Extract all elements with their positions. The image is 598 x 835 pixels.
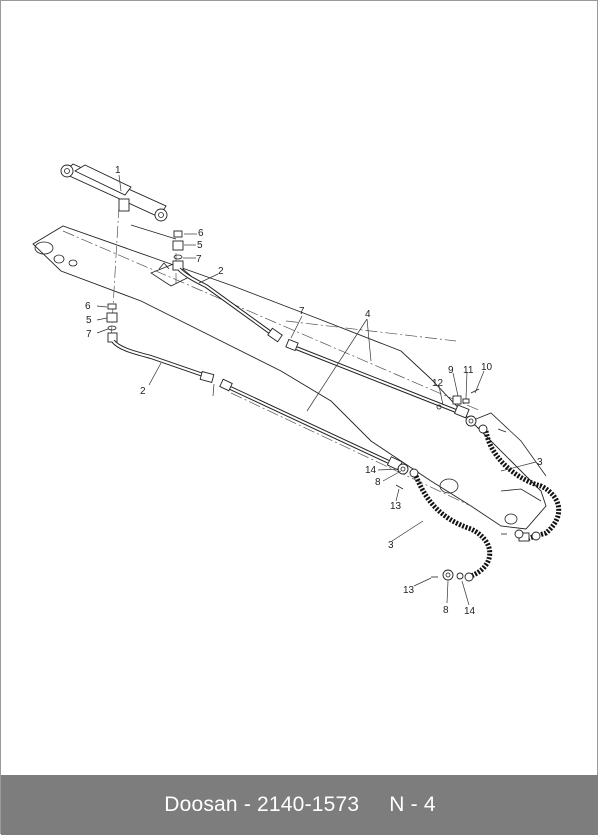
hose-3-left [409, 468, 493, 582]
callout-2-lower: 2 [140, 386, 146, 397]
pipe-2-upper [177, 267, 283, 343]
callout-8-upper: 8 [375, 477, 381, 488]
callout-5-upper: 5 [197, 240, 203, 251]
hose-3-right [478, 424, 562, 542]
callout-8-lower: 8 [443, 605, 449, 616]
boom-body [32, 225, 547, 530]
callout-1: 1 [115, 165, 121, 176]
callout-13-lower: 13 [403, 585, 415, 596]
callout-4: 4 [365, 309, 371, 320]
callout-13-upper: 13 [390, 501, 402, 512]
center-lines [62, 205, 482, 507]
callout-14-lower: 14 [464, 606, 476, 617]
callout-2-upper: 2 [218, 266, 224, 277]
pipe-4-lower [219, 378, 403, 471]
callout-labels: 1 2 2 3 3 4 5 5 6 6 7 7 7 8 8 9 10 11 12… [85, 165, 543, 617]
leader-lines [96, 174, 537, 606]
callout-3-left: 3 [388, 540, 394, 551]
callout-12: 12 [432, 378, 444, 389]
callout-6-upper: 6 [198, 228, 204, 239]
callout-9: 9 [448, 365, 454, 376]
callout-7-middle: 7 [299, 306, 305, 317]
callout-10: 10 [481, 362, 493, 373]
left-fitting-set [106, 303, 118, 343]
callout-11: 11 [463, 365, 474, 376]
callout-5-left: 5 [86, 315, 92, 326]
footer-bar: Doosan - 2140-1573 N - 4 [1, 775, 598, 835]
boom-cylinder [60, 163, 177, 240]
footer-page-ref: N - 4 [389, 793, 436, 816]
callout-3-right: 3 [537, 457, 543, 468]
pipe-2-lower [111, 339, 215, 383]
callout-6-left: 6 [85, 301, 91, 312]
callout-7-left: 7 [86, 329, 92, 340]
pipe-4-upper [285, 338, 470, 419]
upper-fitting-set [172, 230, 184, 271]
callout-7-upper: 7 [196, 254, 202, 265]
hydraulic-boom-diagram: 1 2 2 3 3 4 5 5 6 6 7 7 7 8 8 9 10 11 12… [32, 163, 562, 617]
footer-part-number: Doosan - 2140-1573 [164, 793, 360, 816]
flange-set-lower [431, 529, 524, 581]
clamp-assembly [436, 388, 480, 410]
callout-14-upper: 14 [365, 465, 377, 476]
